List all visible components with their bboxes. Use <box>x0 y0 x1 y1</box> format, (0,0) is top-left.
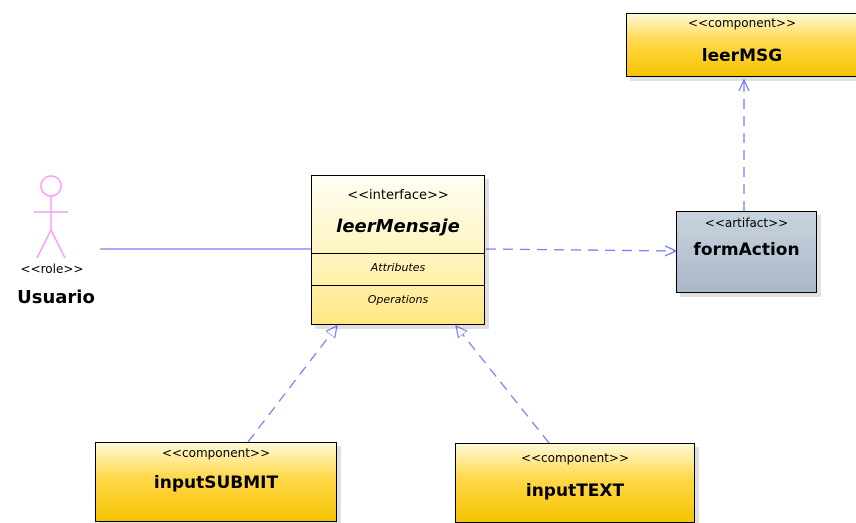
component-inputsubmit-stereotype: <<component>> <box>161 446 271 460</box>
dependency-leermensaje-formaction <box>485 249 676 251</box>
interface-name: leerMensaje <box>336 216 460 237</box>
artifact-formaction[interactable]: <<artifact>> formAction <box>676 211 817 293</box>
interface-attributes-compartment: Attributes <box>312 253 484 285</box>
interface-operations-compartment: Operations <box>312 285 484 324</box>
actor-name[interactable]: Usuario <box>17 287 95 308</box>
interface-stereotype: <<interface>> <box>347 188 449 203</box>
realization-inputsubmit-leermensaje <box>247 326 337 443</box>
artifact-stereotype: <<artifact>> <box>704 216 789 230</box>
interface-attributes-label: Attributes <box>370 261 426 274</box>
artifact-name: formAction <box>693 240 800 260</box>
component-inputtext-stereotype: <<component>> <box>520 451 630 465</box>
component-inputtext-name: inputTEXT <box>525 481 625 501</box>
component-leermsg[interactable]: <<component>> leerMSG <box>626 13 856 77</box>
interface-leermensaje[interactable]: <<interface>> leerMensaje Attributes Ope… <box>311 175 485 325</box>
component-inputsubmit[interactable]: <<component>> inputSUBMIT <box>95 442 337 522</box>
realization-inputtext-leermensaje <box>456 326 550 444</box>
interface-operations-label: Operations <box>367 293 429 306</box>
component-inputsubmit-name: inputSUBMIT <box>153 473 279 493</box>
component-leermsg-stereotype: <<component>> <box>687 16 797 30</box>
component-leermsg-name: leerMSG <box>701 46 783 66</box>
actor-stick-figure-icon[interactable] <box>34 175 68 259</box>
actor-stereotype: <<role>> <box>20 262 84 276</box>
component-inputtext[interactable]: <<component>> inputTEXT <box>455 443 695 523</box>
